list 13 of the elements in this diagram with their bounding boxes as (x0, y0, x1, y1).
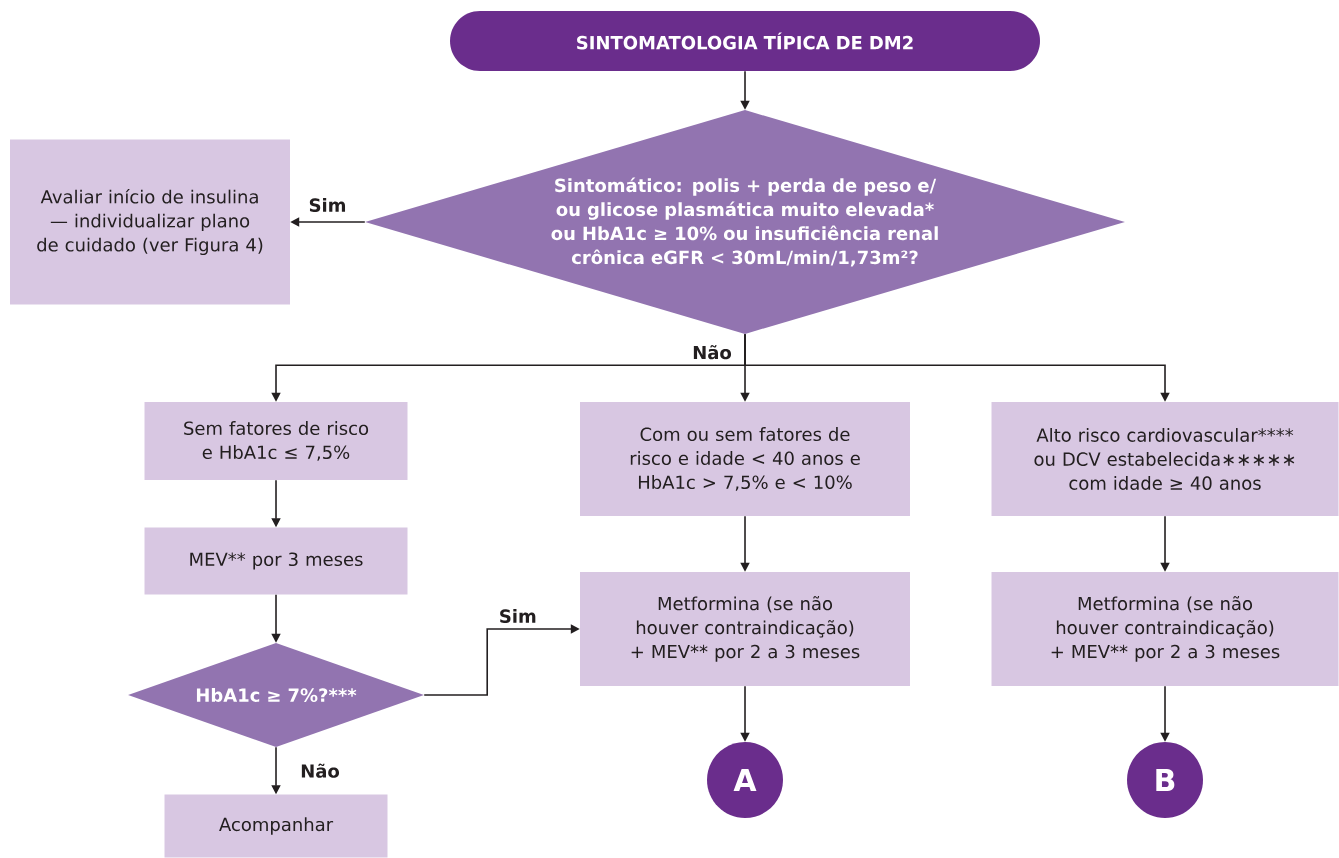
process-box: Acompanhar (164, 794, 388, 858)
process-box: Avaliar início de insulina — individualizar plano de cuidado (ver Figura 4) (10, 139, 290, 305)
process-box: Metformina (se não houver contraindicação) + MEV** por 2 a 3 meses (991, 572, 1339, 686)
process-box: Sem fatores de risco e HbA1c ≤ 7,5% (144, 402, 408, 480)
edge-label: Não (691, 344, 733, 361)
process-box: Alto risco cardiovascular**** ou DCV estabelecida∗∗∗∗∗ com idade ≥ 40 anos (991, 402, 1339, 516)
edge-label: Sim (497, 608, 538, 624)
process-box: Com ou sem fatores de risco e idade < 40 anos e HbA1c > 7,5% e < 10% (580, 402, 910, 516)
process-box: Metformina (se não houver contraindicação) + MEV** por 2 a 3 meses (580, 572, 910, 686)
edge-label: Sim (307, 197, 348, 213)
start-terminal: SINTOMATOLOGIA TÍPICA DE DM2 (450, 11, 1040, 71)
process-box: MEV** por 3 meses (144, 527, 408, 595)
edge-label: Não (299, 762, 341, 779)
